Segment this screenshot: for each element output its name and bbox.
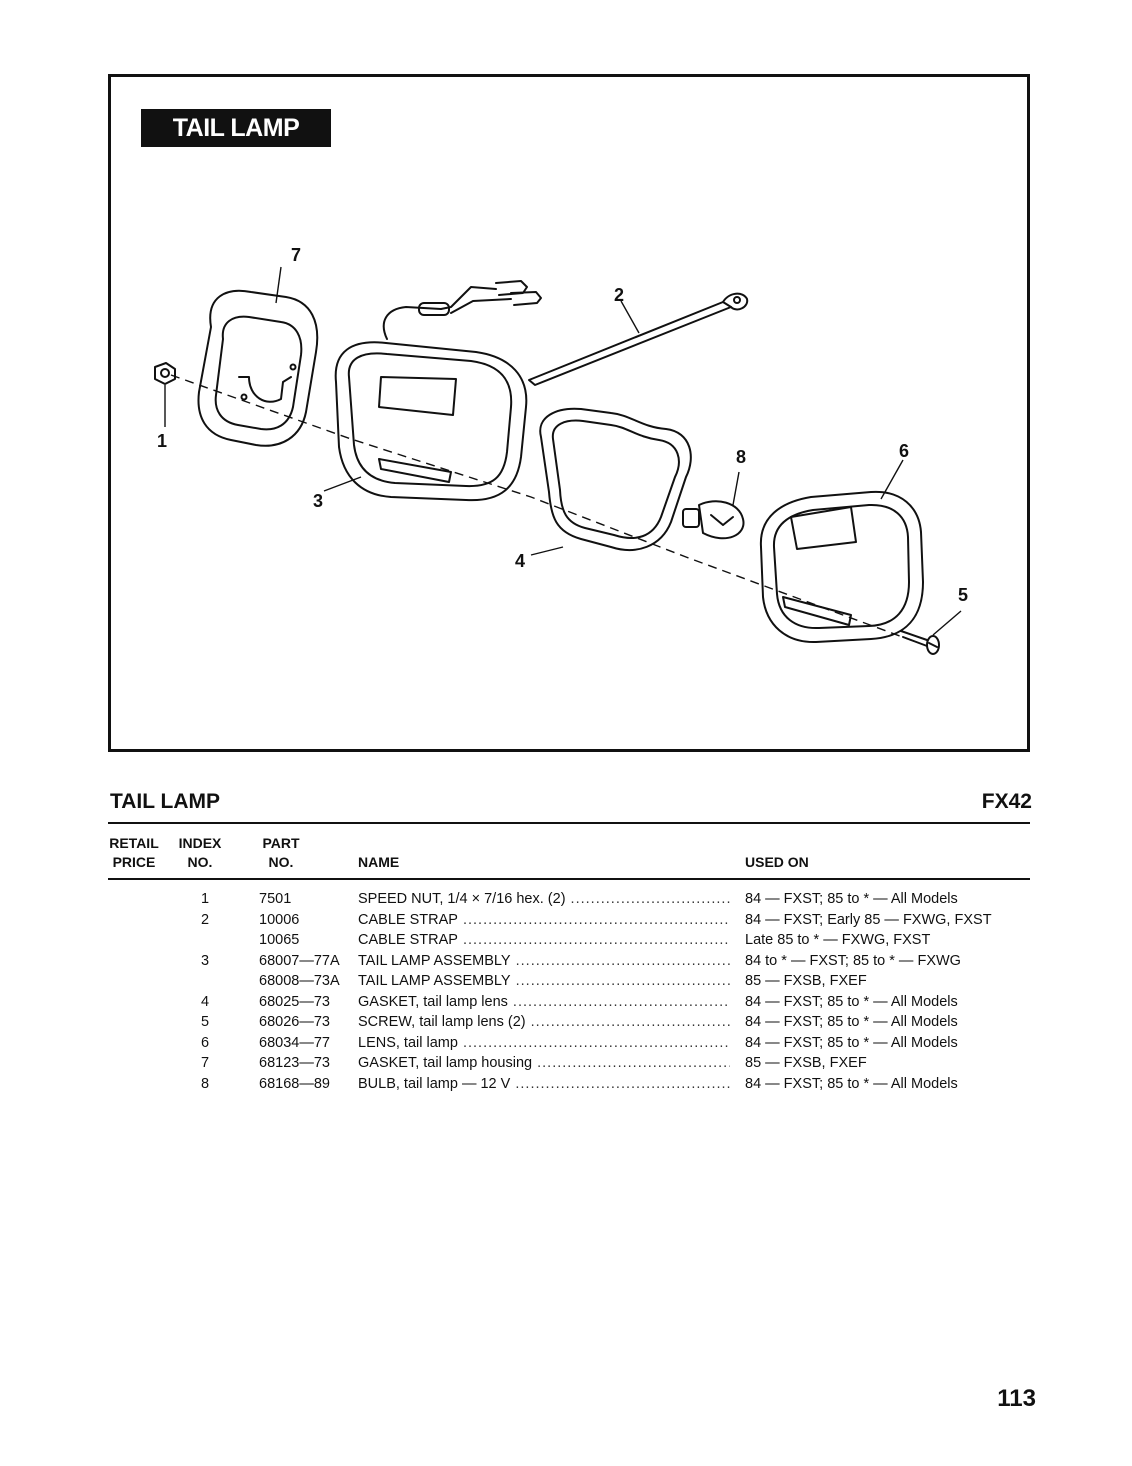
name-cell: SCREW, tail lamp lens (2) ..............… [358, 1014, 730, 1030]
callout-8: 8 [736, 447, 746, 467]
header-part-no: PART NO. [256, 834, 306, 872]
callout-7: 7 [291, 245, 301, 265]
part-cell: 68008—73A [259, 973, 340, 989]
part-cell: 68123—73 [259, 1055, 330, 1071]
name-text: CABLE STRAP [358, 932, 458, 948]
name-cell: TAIL LAMP ASSEMBLY .....................… [358, 973, 730, 989]
used-on-cell: 85 — FXSB, FXEF [745, 973, 867, 989]
used-on-cell: Late 85 to * — FXWG, FXST [745, 932, 931, 948]
header-part-line1: PART [262, 835, 300, 851]
header-used-on: USED ON [745, 854, 809, 870]
name-text: BULB, tail lamp — 12 V [358, 1075, 511, 1092]
name-cell: TAIL LAMP ASSEMBLY .....................… [358, 952, 730, 969]
part-cell: 68025—73 [259, 993, 330, 1010]
part-cell: 68026—73 [259, 1014, 330, 1030]
used-on-cell: 84 — FXST; 85 to * — All Models [745, 1075, 958, 1092]
table-row: 10065 CABLE STRAP ......................… [108, 930, 1030, 951]
part-cell: 68034—77 [259, 1034, 330, 1051]
page-number: 113 [997, 1385, 1036, 1412]
section-title: TAIL LAMP [110, 790, 221, 813]
table-row: 3 68007—77A TAIL LAMP ASSEMBLY .........… [108, 951, 1030, 972]
part-cell: 10006 [259, 911, 300, 928]
tail-lamp-exploded-diagram: 7 1 2 3 4 8 6 5 [154, 245, 968, 655]
used-on-cell: 85 — FXSB, FXEF [745, 1055, 867, 1071]
table-row: 2 10006 CABLE STRAP ....................… [108, 910, 1030, 931]
index-cell: 4 [200, 993, 210, 1010]
name-cell: CABLE STRAP ............................… [358, 932, 730, 948]
index-cell: 6 [200, 1034, 210, 1051]
lens-gasket-drawing [539, 407, 692, 551]
housing-gasket-drawing [197, 289, 319, 447]
callout-5: 5 [958, 585, 968, 605]
part-cell: 68168—89 [259, 1075, 330, 1092]
name-text: TAIL LAMP ASSEMBLY [358, 952, 511, 969]
section-code: FX42 [981, 790, 1032, 813]
figure-title: TAIL LAMP [141, 109, 331, 147]
table-row: 1 7501 SPEED NUT, 1/4 × 7/16 hex. (2) ..… [108, 889, 1030, 910]
header-rule [108, 878, 1030, 880]
bulb-drawing [682, 500, 745, 540]
part-cell: 10065 [259, 932, 300, 948]
header-index-no: INDEX NO. [172, 834, 228, 872]
part-cell: 7501 [259, 891, 292, 907]
table-row: 5 68026—73 SCREW, tail lamp lens (2) ...… [108, 1012, 1030, 1033]
name-cell: GASKET, tail lamp housing ..............… [358, 1055, 730, 1071]
table-row: 68008—73A TAIL LAMP ASSEMBLY ...........… [108, 971, 1030, 992]
part-cell: 68007—77A [259, 952, 340, 969]
callout-4: 4 [515, 551, 525, 571]
name-cell: BULB, tail lamp — 12 V .................… [358, 1075, 730, 1092]
name-text: SPEED NUT, 1/4 × 7/16 hex. (2) [358, 891, 566, 907]
exploded-view-figure: TAIL LAMP [108, 74, 1030, 752]
header-part-line2: NO. [268, 854, 294, 870]
used-on-cell: 84 to * — FXST; 85 to * — FXWG [745, 952, 961, 969]
callout-6: 6 [899, 441, 909, 461]
tail-lamp-assembly-drawing [334, 280, 542, 502]
table-row: 7 68123—73 GASKET, tail lamp housing ...… [108, 1053, 1030, 1074]
callout-1: 1 [157, 431, 167, 451]
index-cell: 3 [200, 952, 210, 969]
callout-2: 2 [614, 285, 624, 305]
name-text: CABLE STRAP [358, 911, 458, 928]
name-cell: CABLE STRAP ............................… [358, 911, 730, 928]
used-on-cell: 84 — FXST; 85 to * — All Models [745, 1014, 958, 1030]
lens-drawing [759, 490, 924, 644]
callout-3: 3 [313, 491, 323, 511]
index-cell: 5 [200, 1014, 210, 1030]
name-text: GASKET, tail lamp lens [358, 993, 508, 1010]
header-name: NAME [358, 854, 400, 870]
speed-nut-drawing [154, 362, 176, 385]
index-cell: 1 [200, 891, 210, 907]
table-row: 6 68034—77 LENS, tail lamp .............… [108, 1033, 1030, 1054]
name-cell: GASKET, tail lamp lens .................… [358, 993, 730, 1010]
table-row: 4 68025—73 GASKET, tail lamp lens ......… [108, 992, 1030, 1013]
used-on-cell: 84 — FXST; Early 85 — FXWG, FXST [745, 911, 992, 928]
table-row: 8 68168—89 BULB, tail lamp — 12 V ......… [108, 1074, 1030, 1095]
used-on-cell: 84 — FXST; 85 to * — All Models [745, 993, 958, 1010]
name-cell: LENS, tail lamp ........................… [358, 1034, 730, 1051]
name-cell: SPEED NUT, 1/4 × 7/16 hex. (2) .........… [358, 891, 730, 907]
parts-table: 1 7501 SPEED NUT, 1/4 × 7/16 hex. (2) ..… [108, 889, 1030, 1094]
cable-strap-drawing [528, 292, 749, 386]
index-cell: 7 [200, 1055, 210, 1071]
header-index-line1: INDEX [178, 835, 222, 851]
used-on-cell: 84 — FXST; 85 to * — All Models [745, 1034, 958, 1051]
name-text: GASKET, tail lamp housing [358, 1055, 533, 1071]
name-text: TAIL LAMP ASSEMBLY [358, 973, 511, 989]
header-index-line2: NO. [187, 854, 213, 870]
name-text: LENS, tail lamp [358, 1034, 458, 1051]
assembly-axis-line [170, 374, 917, 643]
header-retail-price-line1: RETAIL [109, 835, 159, 851]
header-retail-price-line2: PRICE [112, 854, 156, 870]
index-cell: 8 [200, 1075, 210, 1092]
name-text: SCREW, tail lamp lens (2) [358, 1014, 526, 1030]
index-cell: 2 [200, 911, 210, 928]
header-retail-price: RETAIL PRICE [108, 834, 160, 872]
heading-rule [108, 822, 1030, 824]
used-on-cell: 84 — FXST; 85 to * — All Models [745, 891, 958, 907]
